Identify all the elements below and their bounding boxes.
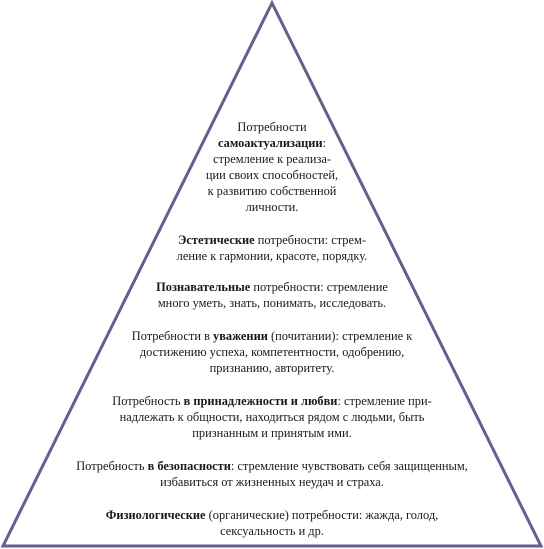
level-text-line: избавиться от жизненных неудач и страха. bbox=[32, 474, 512, 490]
text-segment: много уметь, знать, понимать, исследоват… bbox=[157, 296, 387, 310]
level-text-line: признанию, авторитету. bbox=[82, 360, 462, 376]
text-segment: потребности: стрем- bbox=[254, 233, 366, 247]
emphasized-term: в безопасности bbox=[147, 459, 231, 473]
text-segment: (почитании): стремление к bbox=[267, 329, 413, 343]
text-segment: Потребность bbox=[112, 394, 184, 408]
emphasized-term: самоактуализации bbox=[217, 136, 323, 150]
level-text-line: ление к гармонии, красоте, порядку. bbox=[122, 248, 422, 264]
text-segment: : bbox=[322, 136, 327, 150]
text-segment: ление к гармонии, красоте, порядку. bbox=[176, 249, 368, 263]
level-text-line: ции своих способностей, bbox=[172, 167, 372, 183]
text-segment: достижению успеха, компетентности, одобр… bbox=[139, 345, 405, 359]
level-text-line: Потребность в принадлежности и любви: ст… bbox=[62, 393, 482, 409]
text-segment: Потребность bbox=[76, 459, 148, 473]
text-segment: признанным и принятым ими. bbox=[192, 426, 352, 440]
text-segment: личности. bbox=[245, 200, 299, 214]
emphasized-term: в принадлежности и любви bbox=[183, 394, 338, 408]
level-esteem: Потребности в уважении (почитании): стре… bbox=[82, 328, 462, 376]
level-aesthetic: Эстетические потребности: стрем-ление к … bbox=[122, 232, 422, 264]
level-text-line: Потребности в уважении (почитании): стре… bbox=[82, 328, 462, 344]
level-text-line: признанным и принятым ими. bbox=[62, 425, 482, 441]
level-belonging: Потребность в принадлежности и любви: ст… bbox=[62, 393, 482, 441]
text-segment: : стремление при- bbox=[337, 394, 432, 408]
level-text-line: Потребность в безопасности: стремление ч… bbox=[32, 458, 512, 474]
text-segment: Потребности bbox=[237, 120, 307, 134]
level-text-line: самоактуализации: bbox=[172, 135, 372, 151]
level-text-line: к развитию собственной bbox=[172, 183, 372, 199]
emphasized-term: Физиологические bbox=[105, 508, 206, 522]
level-text-line: Физиологические (органические) потребнос… bbox=[52, 507, 492, 523]
text-segment: (органические) потребности: жажда, голод… bbox=[205, 508, 439, 522]
emphasized-term: Эстетические bbox=[178, 233, 255, 247]
text-segment: избавиться от жизненных неудач и страха. bbox=[160, 475, 384, 489]
text-segment: признанию, авторитету. bbox=[209, 361, 335, 375]
emphasized-term: Познавательные bbox=[156, 280, 251, 294]
emphasized-term: уважении bbox=[213, 329, 268, 343]
level-safety: Потребность в безопасности: стремление ч… bbox=[32, 458, 512, 490]
level-text-line: стремление к реализа- bbox=[172, 151, 372, 167]
level-text-line: Эстетические потребности: стрем- bbox=[122, 232, 422, 248]
level-text-line: Познавательные потребности: стремление bbox=[112, 279, 432, 295]
text-segment: надлежать к общности, находиться рядом с… bbox=[119, 410, 425, 424]
level-text-line: сексуальность и др. bbox=[52, 523, 492, 539]
level-text-line: достижению успеха, компетентности, одобр… bbox=[82, 344, 462, 360]
level-text-line: много уметь, знать, понимать, исследоват… bbox=[112, 295, 432, 311]
text-segment: стремление к реализа- bbox=[212, 152, 332, 166]
text-segment: потребности: стремление bbox=[250, 280, 388, 294]
level-text-line: надлежать к общности, находиться рядом с… bbox=[62, 409, 482, 425]
text-segment: сексуальность и др. bbox=[220, 524, 324, 538]
text-segment: Потребности в bbox=[131, 329, 214, 343]
text-segment: ции своих способностей, bbox=[205, 168, 339, 182]
text-segment: к развитию собственной bbox=[207, 184, 337, 198]
level-text-line: Потребности bbox=[172, 119, 372, 135]
level-text-line: личности. bbox=[172, 199, 372, 215]
level-physiological: Физиологические (органические) потребнос… bbox=[52, 507, 492, 539]
text-segment: : стремление чувствовать себя защищенным… bbox=[230, 459, 468, 473]
